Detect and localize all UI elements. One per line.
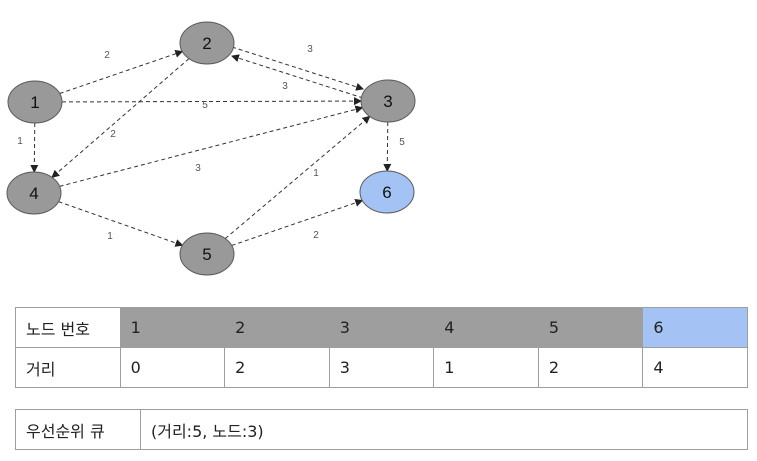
edge-weight-label: 3 xyxy=(307,44,313,55)
distance-cell: 1 xyxy=(433,347,539,388)
edge-3-to-6 xyxy=(383,121,392,173)
distance-row: 거리 0 2 3 1 2 4 xyxy=(15,347,748,388)
node-number-cell: 1 xyxy=(119,307,226,348)
edge-weight-label: 1 xyxy=(313,168,319,179)
edge-weight-label: 5 xyxy=(202,100,208,111)
node-circle xyxy=(179,232,235,276)
priority-queue-table: 우선순위 큐 (거리:5, 노드:3) xyxy=(15,409,748,450)
node-number-header: 노드 번호 xyxy=(15,307,121,348)
node-label: 1 xyxy=(30,93,39,112)
node-2: 2 xyxy=(179,21,235,65)
priority-queue-header: 우선순위 큐 xyxy=(15,409,141,450)
node-circle xyxy=(360,79,416,123)
node-circle xyxy=(359,170,415,214)
node-number-cell-target: 6 xyxy=(642,307,748,348)
distance-cell: 4 xyxy=(642,347,748,388)
node-number-cell: 2 xyxy=(224,307,330,348)
edge-weight-label: 3 xyxy=(282,81,288,92)
distance-header: 거리 xyxy=(15,347,121,388)
edge-weight-label: 1 xyxy=(17,136,23,147)
edge-weight-label: 1 xyxy=(107,231,113,242)
node-number-row: 노드 번호 1 2 3 4 5 6 xyxy=(15,307,748,348)
edge-1-to-3 xyxy=(61,97,363,106)
node-3: 3 xyxy=(360,79,416,123)
edge-weight-label: 3 xyxy=(195,163,201,174)
node-label: 2 xyxy=(202,34,211,53)
distance-cell: 2 xyxy=(537,347,644,388)
distance-cell: 3 xyxy=(328,347,435,388)
edge-weight-label: 5 xyxy=(399,137,405,148)
node-label: 4 xyxy=(29,184,38,203)
node-4: 4 xyxy=(6,171,62,215)
distance-cell: 0 xyxy=(119,347,226,388)
node-circle xyxy=(6,171,62,215)
node-circle xyxy=(7,80,63,124)
node-label: 5 xyxy=(202,245,211,264)
distance-table: 노드 번호 1 2 3 4 5 6 거리 0 2 3 1 2 4 xyxy=(15,307,748,388)
distance-cell: 2 xyxy=(224,347,330,388)
node-label: 6 xyxy=(382,183,391,202)
edge-4-to-5 xyxy=(58,201,184,247)
node-1: 1 xyxy=(7,80,63,124)
edge-weight-label: 2 xyxy=(313,230,319,241)
node-number-cell: 5 xyxy=(537,307,644,348)
edge-1-to-4 xyxy=(30,122,39,174)
priority-queue-value: (거리:5, 노드:3) xyxy=(140,409,748,450)
node-label: 3 xyxy=(383,92,392,111)
edge-weight-label: 2 xyxy=(104,50,110,61)
edge-3-to-2 xyxy=(231,54,364,99)
node-circle xyxy=(179,21,235,65)
node-number-cell: 3 xyxy=(328,307,435,348)
edge-4-to-3 xyxy=(59,105,364,187)
edge-2-to-3 xyxy=(231,46,364,91)
edge-5-to-3 xyxy=(224,115,371,239)
edge-1-to-2 xyxy=(59,49,184,94)
edge-weight-label: 2 xyxy=(110,129,116,140)
node-5: 5 xyxy=(179,232,235,276)
node-6: 6 xyxy=(359,170,415,214)
priority-queue-row: 우선순위 큐 (거리:5, 노드:3) xyxy=(15,409,748,450)
graph-diagram: 2 3 3 5 1 2 3 5 1 1 2 1 2 3 4 5 6 xyxy=(6,21,416,276)
edge-5-to-6 xyxy=(231,199,364,246)
node-number-cell: 4 xyxy=(433,307,539,348)
edge-2-to-4 xyxy=(51,58,190,179)
